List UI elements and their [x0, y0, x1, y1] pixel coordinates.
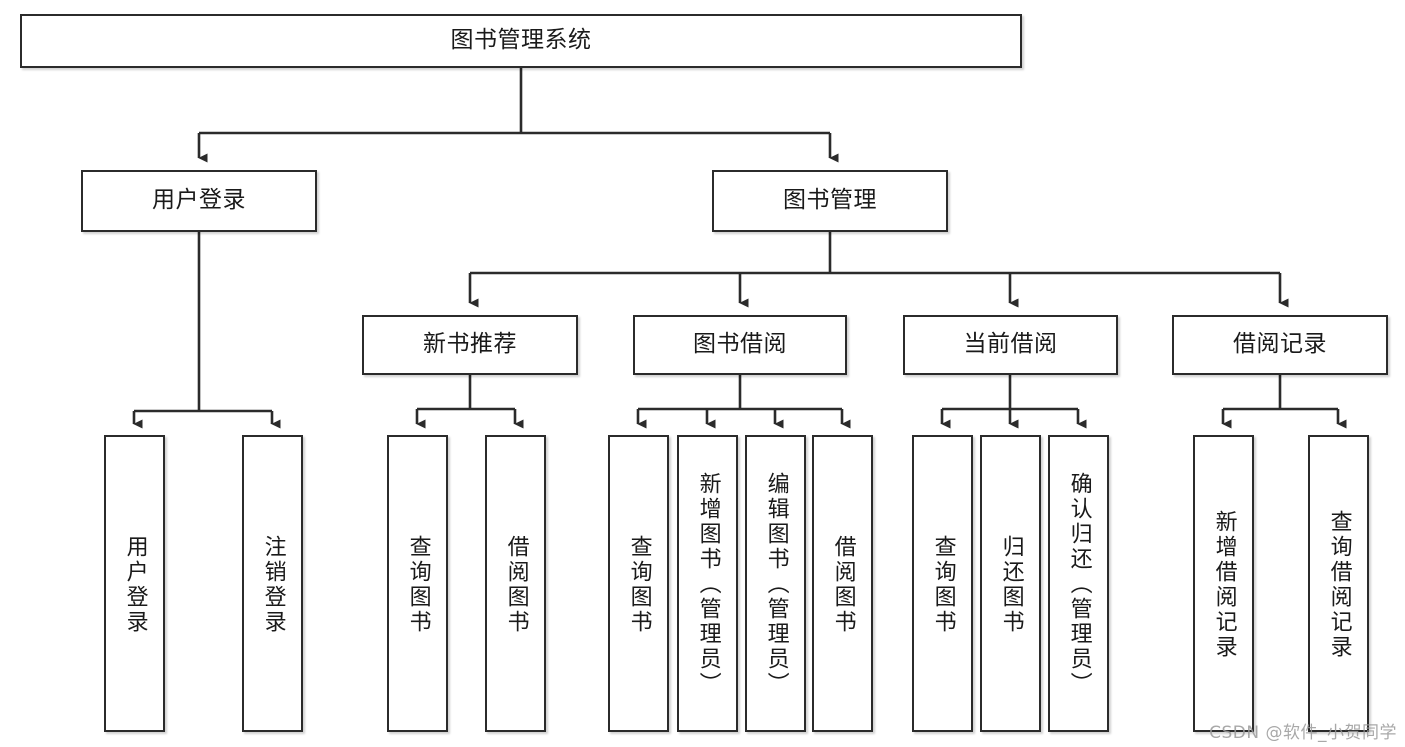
node-leaf-user-login[interactable]: 用户登录 — [104, 435, 165, 732]
node-label: 确认归还（管理员） — [1066, 472, 1092, 697]
node-leaf-query-book-recommend[interactable]: 查询图书 — [387, 435, 448, 732]
node-label: 借阅图书 — [503, 534, 529, 635]
node-leaf-logout[interactable]: 注销登录 — [242, 435, 303, 732]
node-label: 图书管理系统 — [450, 27, 592, 54]
node-label: 查询图书 — [405, 534, 431, 635]
node-label: 归还图书 — [998, 534, 1024, 635]
node-current-borrow[interactable]: 当前借阅 — [903, 315, 1118, 375]
node-root-book-management-system[interactable]: 图书管理系统 — [20, 14, 1022, 68]
node-leaf-query-book-borrow[interactable]: 查询图书 — [608, 435, 669, 732]
node-leaf-borrow-book-recommend[interactable]: 借阅图书 — [485, 435, 546, 732]
node-label: 新书推荐 — [423, 331, 517, 358]
node-leaf-query-borrow-record[interactable]: 查询借阅记录 — [1308, 435, 1369, 732]
node-book-borrow[interactable]: 图书借阅 — [633, 315, 847, 375]
node-borrow-record[interactable]: 借阅记录 — [1172, 315, 1388, 375]
node-label: 用户登录 — [152, 187, 246, 214]
node-leaf-edit-book[interactable]: 编辑图书（管理员） — [745, 435, 806, 732]
node-leaf-add-book[interactable]: 新增图书（管理员） — [677, 435, 738, 732]
node-leaf-return-book[interactable]: 归还图书 — [980, 435, 1041, 732]
node-book-management[interactable]: 图书管理 — [712, 170, 948, 232]
node-label: 借阅记录 — [1233, 331, 1327, 358]
node-label: 图书管理 — [783, 187, 877, 214]
node-label: 新增图书（管理员） — [695, 472, 721, 697]
node-label: 用户登录 — [122, 534, 148, 635]
node-label: 注销登录 — [260, 534, 286, 635]
node-label: 编辑图书（管理员） — [763, 472, 789, 697]
watermark-text: CSDN @软件_小贺同学 — [1209, 723, 1397, 743]
node-new-book-recommend[interactable]: 新书推荐 — [362, 315, 578, 375]
node-label: 查询图书 — [930, 534, 956, 635]
node-label: 图书借阅 — [693, 331, 787, 358]
node-leaf-borrow-book[interactable]: 借阅图书 — [812, 435, 873, 732]
node-leaf-add-borrow-record[interactable]: 新增借阅记录 — [1193, 435, 1254, 732]
node-leaf-query-book-current[interactable]: 查询图书 — [912, 435, 973, 732]
node-user-login[interactable]: 用户登录 — [81, 170, 317, 232]
node-label: 查询借阅记录 — [1326, 509, 1352, 660]
node-leaf-confirm-return[interactable]: 确认归还（管理员） — [1048, 435, 1109, 732]
node-label: 当前借阅 — [963, 331, 1058, 358]
node-label: 查询图书 — [626, 534, 652, 635]
node-label: 新增借阅记录 — [1211, 509, 1237, 660]
node-label: 借阅图书 — [830, 534, 856, 635]
